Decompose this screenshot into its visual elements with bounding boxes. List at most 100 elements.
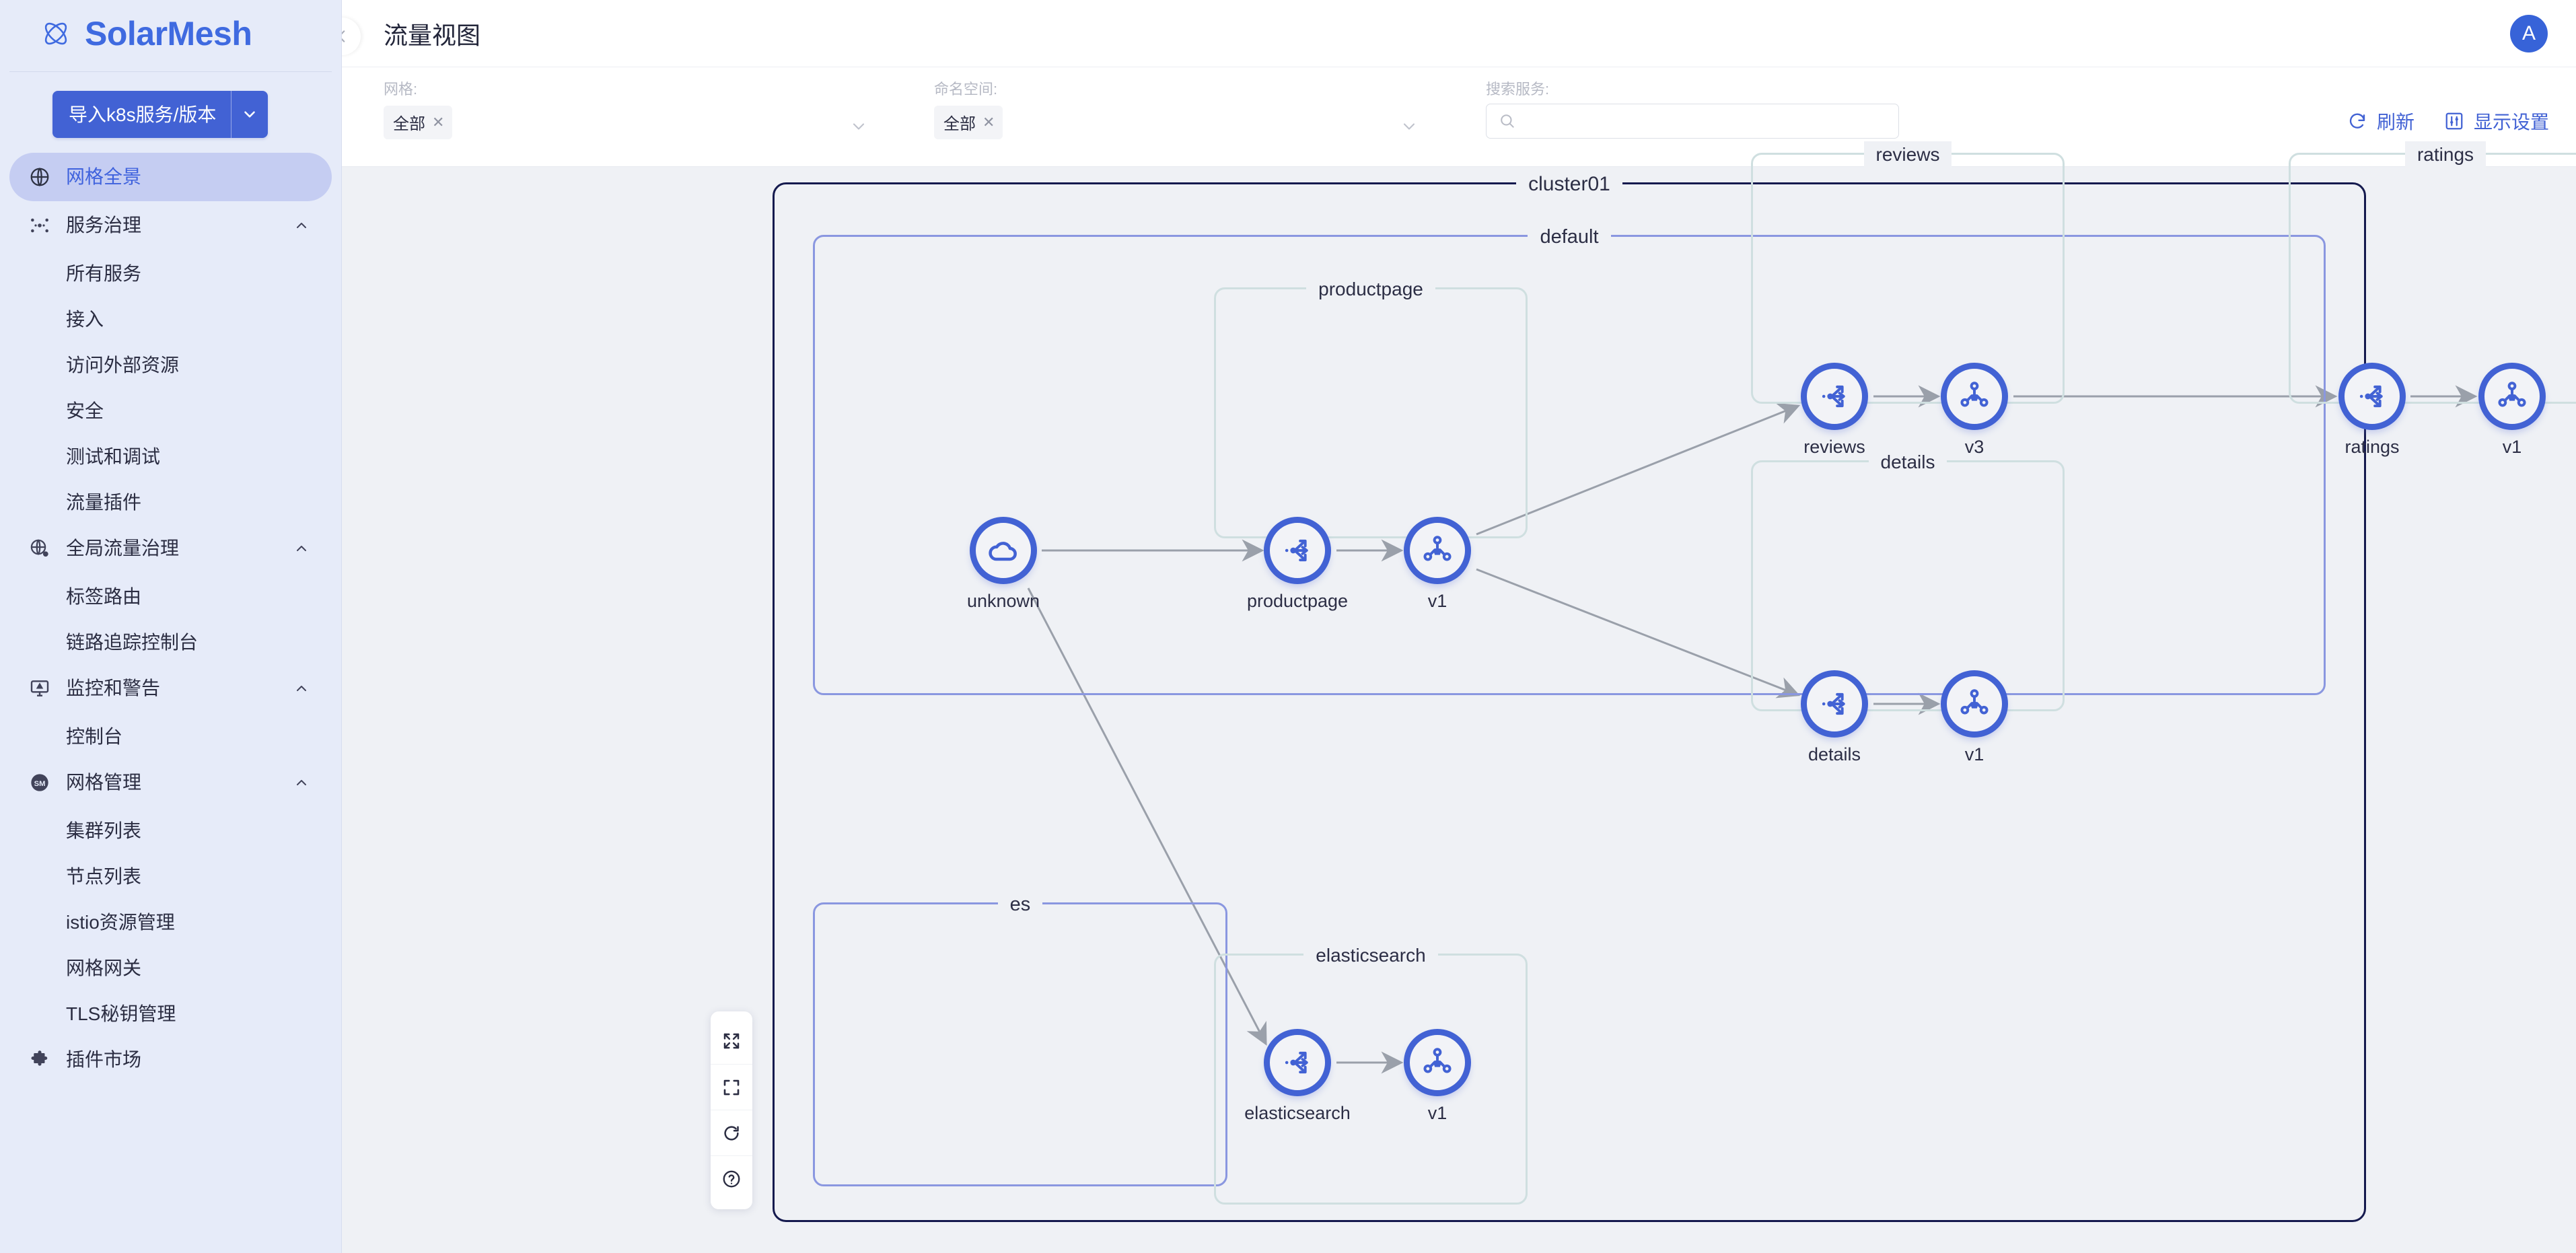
sidebar-item-plugin-market[interactable]: 插件市场 bbox=[0, 1036, 341, 1084]
sidebar-item-label: 监控和警告 bbox=[66, 678, 161, 699]
node-label: elasticsearch bbox=[1244, 1103, 1351, 1123]
namespace-box-es[interactable]: es bbox=[813, 891, 1227, 1186]
namespace-box-default[interactable]: default bbox=[813, 223, 2326, 695]
node-label: v1 bbox=[2502, 437, 2522, 457]
display-settings-button[interactable]: 显示设置 bbox=[2444, 108, 2549, 135]
close-small-icon[interactable]: ✕ bbox=[982, 113, 995, 131]
service-box-reviews[interactable]: reviews bbox=[1751, 141, 2065, 404]
reload-icon bbox=[724, 1125, 739, 1141]
sm-badge-icon: SM bbox=[26, 772, 54, 793]
sidebar-item-traffic-plugins[interactable]: 流量插件 bbox=[0, 478, 341, 524]
sidebar: SolarMesh 导入k8s服务/版本 网格全景 bbox=[0, 0, 342, 1253]
monitor-alert-icon bbox=[26, 678, 54, 699]
fullscreen-button[interactable] bbox=[711, 1064, 752, 1110]
graph-node-details-v1[interactable]: v1 bbox=[1941, 670, 2008, 764]
sidebar-group-global-traffic[interactable]: 全局流量治理 bbox=[0, 524, 341, 573]
fit-view-button[interactable] bbox=[711, 1018, 752, 1064]
namespace-selected-tag[interactable]: 全部 ✕ bbox=[934, 106, 1003, 139]
chevron-up-icon[interactable] bbox=[290, 680, 313, 696]
sidebar-item-ingress[interactable]: 接入 bbox=[0, 295, 341, 341]
sidebar-item-console[interactable]: 控制台 bbox=[0, 713, 341, 758]
search-icon bbox=[1501, 114, 1514, 128]
traffic-graph-canvas[interactable]: cluster01 default es productpage reviews… bbox=[342, 141, 2576, 1253]
fit-view-icon bbox=[723, 1033, 740, 1049]
chevron-up-icon[interactable] bbox=[290, 540, 313, 557]
sidebar-group-mesh-management[interactable]: SM 网格管理 bbox=[0, 758, 341, 807]
sidebar-item-mesh-overview[interactable]: 网格全景 bbox=[9, 153, 332, 201]
sidebar-item-trace-console[interactable]: 链路追踪控制台 bbox=[0, 618, 341, 664]
namespace-select[interactable]: 全部 ✕ bbox=[934, 104, 1445, 141]
sidebar-item-istio-resources[interactable]: istio资源管理 bbox=[0, 898, 341, 944]
graph-node-ratings-v1[interactable]: v1 bbox=[2478, 363, 2546, 456]
sidebar-item-node-list[interactable]: 节点列表 bbox=[0, 853, 341, 898]
sidebar-item-test-debug[interactable]: 测试和调试 bbox=[0, 433, 341, 478]
chevron-down-icon[interactable] bbox=[1400, 117, 1419, 139]
node-label: ratings bbox=[2345, 437, 2400, 457]
nodes-icon bbox=[26, 215, 54, 236]
sidebar-item-label: 所有服务 bbox=[66, 263, 142, 284]
chevron-down-icon[interactable] bbox=[849, 117, 868, 139]
sidebar-item-label: 网格网关 bbox=[66, 958, 142, 978]
toolbar-actions: 刷新 显示设置 bbox=[2347, 108, 2549, 135]
node-label: productpage bbox=[1246, 591, 1349, 611]
chevron-down-icon[interactable] bbox=[231, 91, 268, 138]
namespace-filter-label: 命名空间: bbox=[934, 81, 998, 98]
graph-node-elasticsearch-v1[interactable]: v1 bbox=[1404, 1029, 1471, 1122]
node-label: unknown bbox=[966, 591, 1040, 611]
sidebar-group-monitoring-alerts[interactable]: 监控和警告 bbox=[0, 664, 341, 713]
sidebar-collapse-button[interactable] bbox=[342, 17, 361, 55]
brand-divider bbox=[9, 71, 332, 72]
sidebar-item-cluster-list[interactable]: 集群列表 bbox=[0, 807, 341, 853]
chevron-up-icon[interactable] bbox=[290, 775, 313, 791]
graph-node-reviews[interactable]: reviews bbox=[1801, 363, 1868, 456]
sidebar-item-label: 访问外部资源 bbox=[66, 355, 180, 375]
graph-node-productpage-v1[interactable]: v1 bbox=[1404, 517, 1471, 610]
sidebar-item-security[interactable]: 安全 bbox=[0, 387, 341, 433]
sidebar-item-label: istio资源管理 bbox=[66, 912, 175, 933]
sidebar-item-mesh-gateway[interactable]: 网格网关 bbox=[0, 944, 341, 990]
graph-node-productpage[interactable]: productpage bbox=[1247, 517, 1348, 610]
node-ring bbox=[1264, 517, 1331, 584]
avatar[interactable]: A bbox=[2510, 15, 2548, 52]
import-k8s-service-button[interactable]: 导入k8s服务/版本 bbox=[52, 91, 269, 138]
globe-icon bbox=[26, 166, 54, 188]
sidebar-item-external-resources[interactable]: 访问外部资源 bbox=[0, 341, 341, 387]
service-box-productpage[interactable]: productpage bbox=[1214, 276, 1528, 538]
sidebar-item-label: 全局流量治理 bbox=[66, 538, 180, 559]
graph-node-reviews-v3[interactable]: v3 bbox=[1941, 363, 2008, 456]
refresh-button[interactable]: 刷新 bbox=[2347, 108, 2414, 135]
service-box-details[interactable]: details bbox=[1751, 449, 2065, 711]
service-share-icon bbox=[1822, 385, 1845, 408]
graph-node-elasticsearch[interactable]: elasticsearch bbox=[1244, 1029, 1351, 1122]
sidebar-item-all-services[interactable]: 所有服务 bbox=[0, 250, 341, 295]
topbar: 流量视图 A bbox=[342, 0, 2576, 67]
main-area: 流量视图 A 网格: 全部 ✕ 命名空间: bbox=[342, 0, 2576, 1253]
avatar-initial: A bbox=[2521, 22, 2536, 44]
brand[interactable]: SolarMesh bbox=[0, 0, 341, 67]
sidebar-item-tls-key-management[interactable]: TLS秘钥管理 bbox=[0, 990, 341, 1036]
graph-node-unknown[interactable]: unknown bbox=[967, 517, 1040, 610]
service-share-icon bbox=[1285, 1051, 1308, 1074]
graph-node-ratings[interactable]: ratings bbox=[2338, 363, 2406, 456]
service-share-icon bbox=[2359, 385, 2383, 408]
close-small-icon[interactable]: ✕ bbox=[432, 113, 445, 131]
refresh-icon bbox=[2349, 113, 2365, 129]
namespace-filter: 命名空间: 全部 ✕ bbox=[934, 82, 1445, 141]
search-input-wrapper[interactable] bbox=[1486, 104, 1899, 139]
graph-node-details[interactable]: details bbox=[1801, 670, 1868, 764]
display-settings-label: 显示设置 bbox=[2473, 112, 2549, 133]
reload-button[interactable] bbox=[711, 1110, 752, 1155]
service-search-filter: 搜索服务: bbox=[1486, 82, 1899, 139]
mesh-selected-tag[interactable]: 全部 ✕ bbox=[384, 106, 453, 139]
sidebar-item-label: 接入 bbox=[66, 309, 104, 330]
help-button[interactable] bbox=[711, 1155, 752, 1201]
chevron-up-icon[interactable] bbox=[290, 217, 313, 234]
search-input[interactable] bbox=[1524, 104, 1898, 138]
service-box-elasticsearch[interactable]: elasticsearch bbox=[1214, 942, 1528, 1205]
sidebar-item-label-routing[interactable]: 标签路由 bbox=[0, 573, 341, 618]
mesh-select[interactable]: 全部 ✕ bbox=[384, 104, 895, 141]
node-ring bbox=[2338, 363, 2406, 430]
sidebar-group-service-governance[interactable]: 服务治理 bbox=[0, 201, 341, 250]
node-ring bbox=[2478, 363, 2546, 430]
